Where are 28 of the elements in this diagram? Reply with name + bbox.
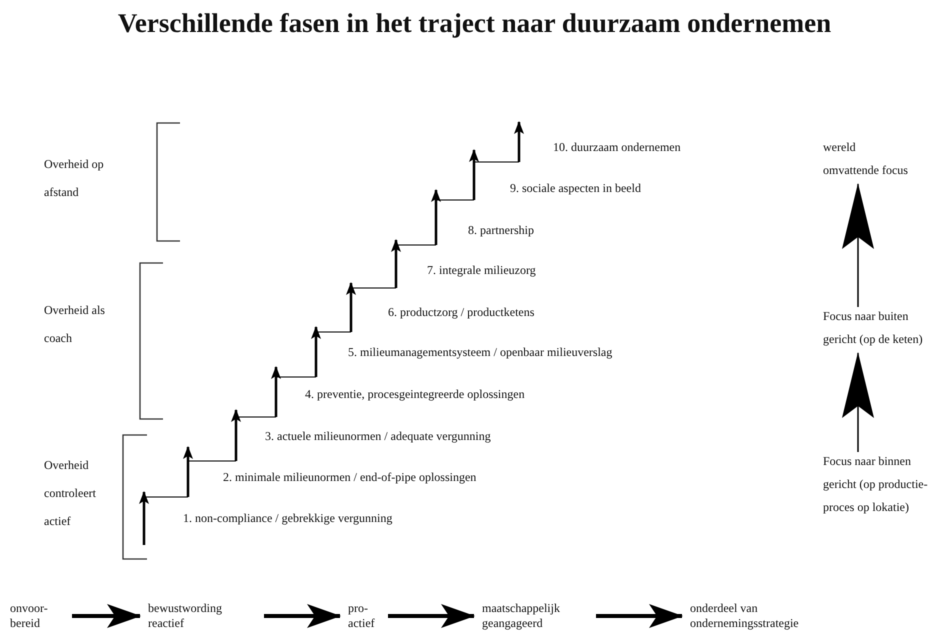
stage-text: maatschappelijk geangageerd xyxy=(482,601,590,631)
stage-text: onvoor- bereid xyxy=(10,601,66,631)
arrow xyxy=(842,352,874,452)
stage-text: bewustwording reactief xyxy=(148,601,258,631)
government-role-label: Overheid op afstand xyxy=(44,156,105,201)
stage-text: pro- actief xyxy=(348,601,382,631)
step-label: 7. integrale milieuzorg xyxy=(427,263,536,278)
focus-text: Focus naar buiten gericht (op de keten) xyxy=(823,305,933,351)
government-role-label: Overheid als coach xyxy=(44,302,106,347)
step-label: 10. duurzaam ondernemen xyxy=(553,140,681,155)
focus-text: wereld omvattende focus xyxy=(823,136,913,182)
government-role-label: Overheid controleert actief xyxy=(44,457,97,530)
arrow xyxy=(388,604,475,628)
step-label: 5. milieumanagementsysteem / openbaar milieuverslag xyxy=(348,345,612,360)
stage-text: onderdeel van ondernemingsstrategie xyxy=(690,601,840,631)
arrow xyxy=(264,604,341,628)
step-label: 9. sociale aspecten in beeld xyxy=(510,181,641,196)
arrow xyxy=(596,604,683,628)
focus-text: Focus naar binnen gericht (op productie- proces op lokatie) xyxy=(823,450,943,519)
step-label: 4. preventie, procesgeintegreerde oplossingen xyxy=(305,387,525,402)
step-label: 1. non-compliance / gebrekkige vergunning xyxy=(183,511,392,526)
arrow xyxy=(842,183,874,307)
step-label: 3. actuele milieunormen / adequate vergunning xyxy=(265,429,491,444)
title: Verschillende fasen in het traject naar duurzaam ondernemen xyxy=(116,7,832,40)
arrow xyxy=(72,604,141,628)
step-label: 6. productzorg / productketens xyxy=(388,305,534,320)
step-label: 8. partnership xyxy=(468,223,534,238)
step-label: 2. minimale milieunormen / end-of-pipe oplossingen xyxy=(223,470,476,485)
